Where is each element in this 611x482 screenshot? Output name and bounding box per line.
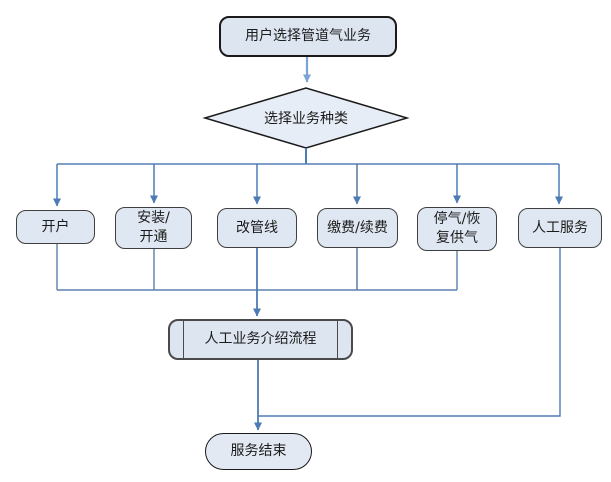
node-process-intro: 人工业务介绍流程: [168, 319, 353, 360]
node-process-label: 人工业务介绍流程: [204, 331, 317, 347]
node-branch-kaihu: 开户: [16, 210, 95, 244]
node-start: 用户选择管道气业务: [219, 16, 397, 57]
node-end: 服务结束: [205, 433, 312, 470]
node-branch-rengong-fuwu: 人工服务: [518, 208, 602, 248]
decision-diamond: [202, 87, 410, 149]
process-side-bar-left: [183, 321, 184, 358]
node-branch-jiaofei-xufei: 缴费/续费: [317, 208, 398, 248]
node-branch-tingqi-huifu: 停气/恢 复供气: [417, 207, 497, 251]
node-branch-anzhuang-kaitong: 安装/ 开通: [115, 207, 192, 249]
node-branch-gaiguanxian: 改管线: [217, 208, 297, 248]
connector-rengong-bypass: [258, 248, 561, 417]
process-side-bar-right: [337, 321, 338, 358]
